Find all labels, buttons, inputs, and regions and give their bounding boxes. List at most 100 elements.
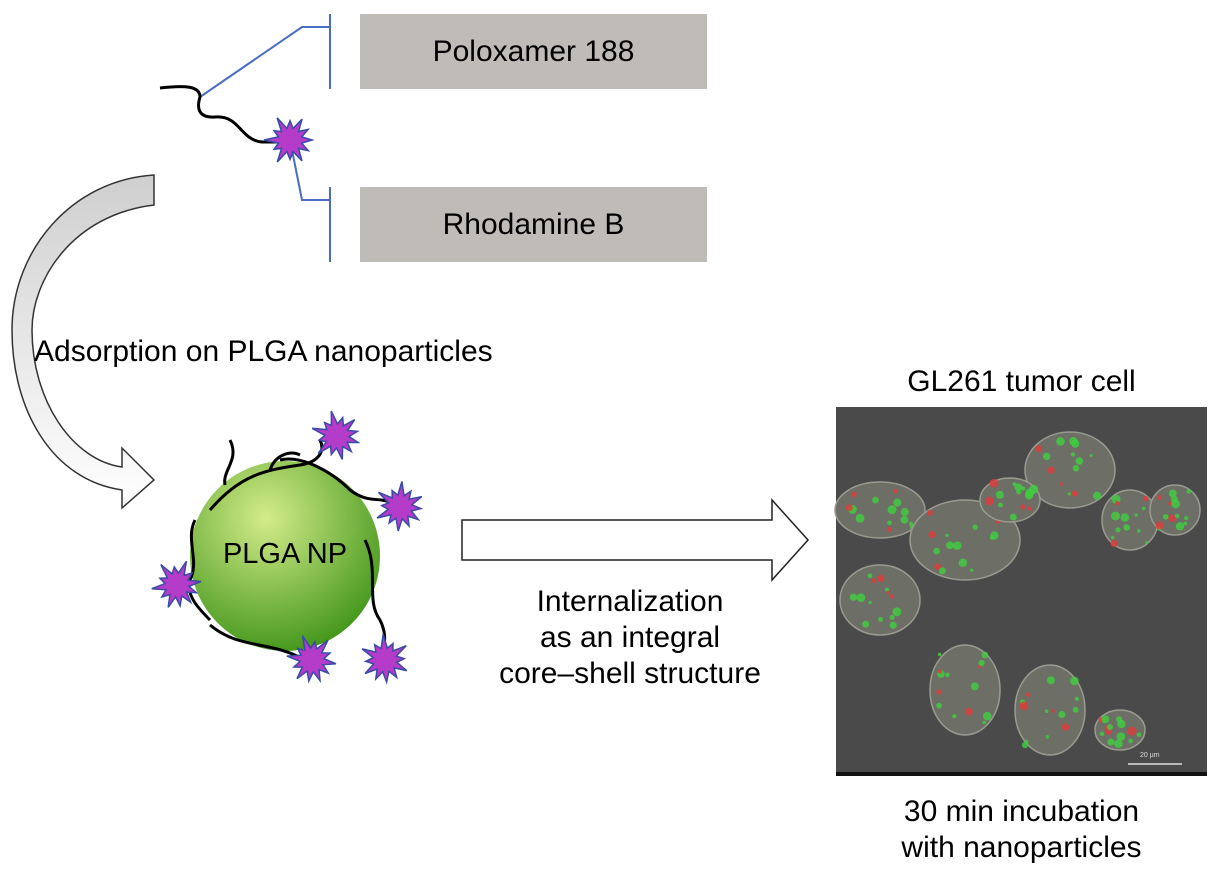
fluorescence-dot [1093, 492, 1101, 500]
fluorescence-dot [893, 489, 897, 493]
fluorescence-dot [1062, 723, 1070, 731]
fluorescence-dot [1187, 489, 1192, 494]
fluorescence-dot [1137, 529, 1140, 532]
fluorescence-dot [868, 601, 871, 604]
fluorescence-dot [1020, 504, 1025, 509]
fluorescence-dot [871, 578, 876, 583]
fluorescence-dot [1073, 707, 1079, 713]
fluorescence-dot [1156, 521, 1164, 529]
fluorescence-dot [1101, 715, 1109, 723]
fluorescence-dot [965, 708, 973, 716]
fluorescence-dot [1047, 467, 1054, 474]
fluorescence-dot [938, 653, 942, 657]
fluorescence-dot [1073, 465, 1080, 472]
fluorescence-dot [972, 524, 977, 529]
fluorescence-dot [1115, 501, 1119, 505]
adsorption-label: Adsorption on PLGA nanoparticles [34, 334, 493, 370]
fluorescence-dot [1010, 514, 1017, 521]
rhodamine-label: Rhodamine B [443, 208, 625, 242]
fluorescence-dot [945, 534, 949, 538]
fluorescence-dot [1107, 724, 1113, 730]
fluorescence-dot [953, 541, 961, 549]
fluorescence-dot [1045, 709, 1049, 713]
fluorescence-dot [872, 497, 879, 504]
fluorescence-dot [846, 504, 853, 511]
fluorescence-dot [887, 527, 892, 532]
fluorescence-dot [856, 514, 865, 523]
fluorescence-dot [1117, 720, 1125, 728]
fluorescence-dot [1168, 514, 1176, 522]
fluorescence-dot [1059, 482, 1062, 485]
fluorescence-dot [1135, 513, 1138, 516]
fluorescence-dot [890, 615, 895, 620]
fluorescence-dot [933, 548, 940, 555]
internalization-line-1: Internalization [480, 584, 780, 620]
fluorescence-dot [1046, 735, 1050, 739]
fluorescence-dot [1111, 512, 1120, 521]
fluorescence-dot [978, 660, 984, 666]
fluorescence-dot [1163, 514, 1169, 520]
fluorescence-dot [901, 516, 909, 524]
rhodamine-label-box: Rhodamine B [360, 187, 707, 262]
fluorescence-dot [1051, 709, 1055, 713]
internalization-line-2: as an integral [480, 620, 780, 656]
fluorescence-dot [1145, 541, 1148, 544]
fluorescence-dot [877, 575, 884, 582]
fluorescence-dot [952, 714, 956, 718]
fluorescence-dot [1090, 454, 1093, 457]
fluorescence-dot [938, 670, 942, 674]
fluorescence-dot [936, 689, 941, 694]
fluorescence-dot [1043, 453, 1050, 460]
cell-shape [930, 645, 1000, 735]
fluorescence-dot [890, 622, 897, 629]
fluorescence-dot [1020, 702, 1029, 711]
fluorescence-dot [1175, 514, 1179, 518]
fluorescence-dot [1128, 727, 1137, 736]
fluorescence-dot [887, 520, 892, 525]
incubation-line-1: 30 min incubation [836, 794, 1207, 830]
fluorescence-dot [1110, 540, 1117, 547]
fluorescence-dot [1111, 536, 1114, 539]
fluorescence-dot [1016, 489, 1021, 494]
fluorescence-dot [1068, 492, 1071, 495]
incubation-line-2: with nanoparticles [836, 830, 1207, 866]
internalization-line-3: core–shell structure [480, 656, 780, 692]
fluorescence-dot [936, 703, 942, 709]
fluorescence-dot [862, 621, 869, 628]
fluorescence-dot [886, 591, 890, 595]
fluorescence-dot [1157, 495, 1162, 500]
fluorescence-dot [928, 531, 935, 538]
rhodamine-star-icon [377, 482, 422, 532]
fluorescence-dot [1137, 733, 1141, 737]
fluorescence-dot [1176, 522, 1184, 530]
fluorescence-dot [959, 558, 968, 567]
polymer-chain [160, 87, 280, 142]
fluorescence-dot [1171, 496, 1178, 503]
incubation-label: 30 min incubation with nanoparticles [836, 794, 1207, 866]
fluorescence-dot [1123, 524, 1130, 531]
fluorescence-dot [982, 652, 989, 659]
fluorescence-dot [857, 593, 866, 602]
cell-title: GL261 tumor cell [836, 364, 1207, 400]
fluorescence-dot [1183, 522, 1187, 526]
fluorescence-dot [1026, 692, 1031, 697]
fluorescence-dot [996, 491, 1004, 499]
fluorescence-dot [901, 508, 909, 516]
fluorescence-dot [971, 682, 979, 690]
rhodamine-star-icon [312, 411, 358, 459]
fluorescence-dot [878, 617, 883, 622]
fluorescence-dot [1116, 527, 1121, 532]
fluorescence-dot [990, 479, 999, 488]
fluorescence-dot [850, 594, 857, 601]
fluorescence-dot [1117, 732, 1126, 741]
fluorescence-dot [1028, 506, 1032, 510]
fluorescence-dot [1076, 457, 1083, 464]
poloxamer-label-box: Poloxamer 188 [360, 14, 707, 89]
fluorescence-dot [983, 712, 992, 721]
fluorescence-dot [1047, 676, 1055, 684]
fluorescence-dot [890, 594, 894, 598]
fluorescence-dot [939, 567, 946, 574]
nanoparticle-label: PLGA NP [205, 536, 365, 572]
